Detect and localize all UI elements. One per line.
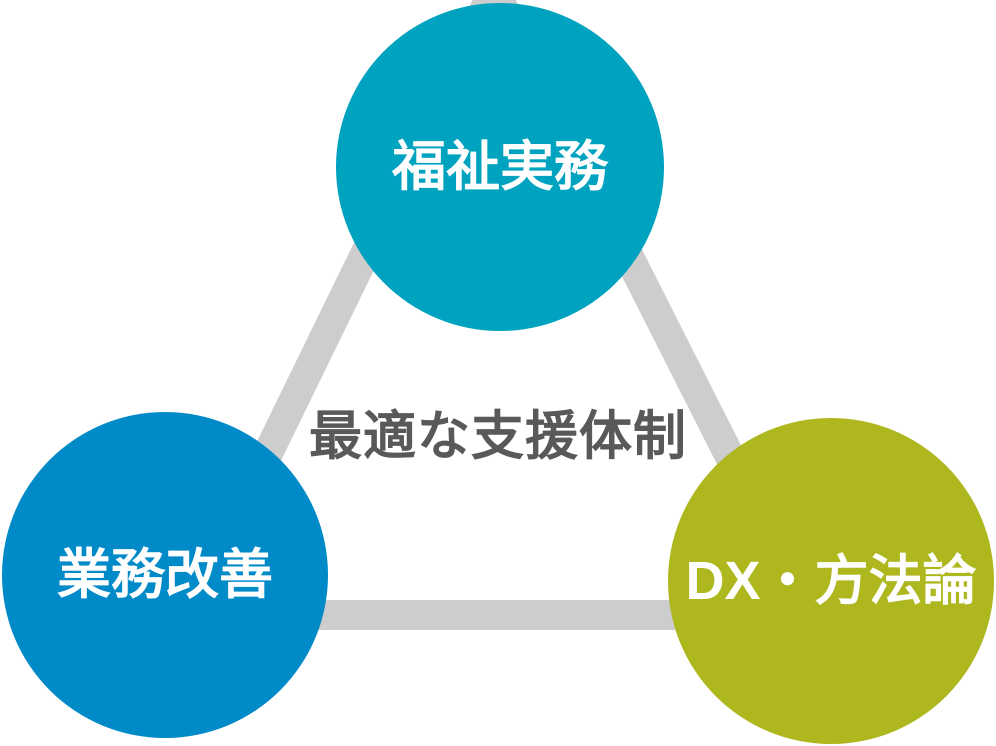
node-welfare-practice-label: 福祉実務: [392, 137, 608, 197]
node-operations-improvement-label: 業務改善: [57, 545, 273, 605]
node-dx-methodology: DX・方法論: [668, 418, 994, 744]
node-welfare-practice: 福祉実務: [336, 3, 664, 331]
node-dx-methodology-label: DX・方法論: [685, 551, 977, 611]
node-operations-improvement: 業務改善: [2, 412, 328, 738]
center-label: 最適な支援体制: [309, 407, 687, 466]
connector-lines: [164, 0, 835, 630]
